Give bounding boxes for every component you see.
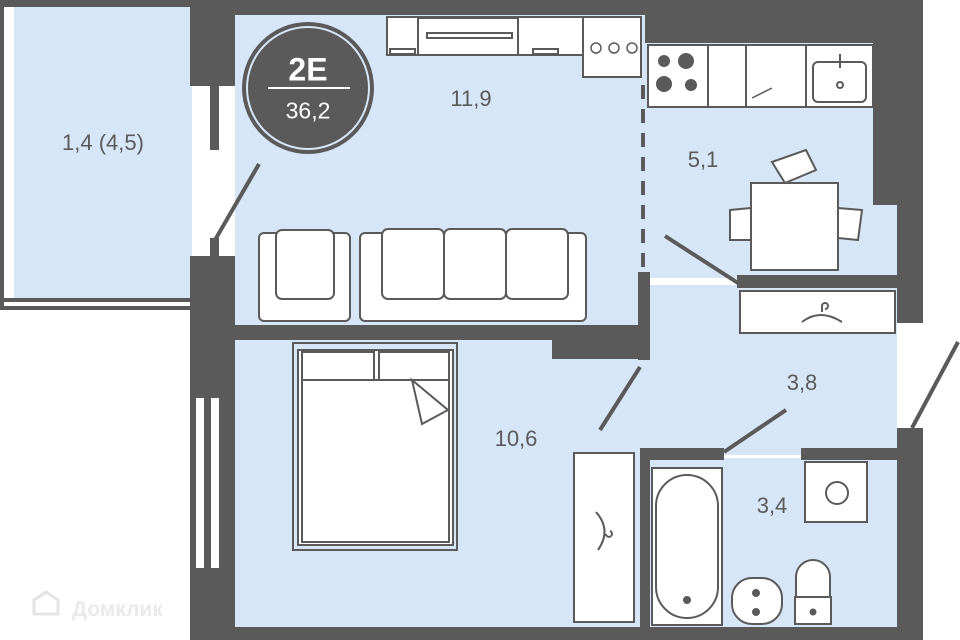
bed — [292, 342, 458, 551]
plan-total-area: 36,2 — [285, 97, 331, 124]
fridge — [582, 16, 642, 78]
bedroom-area-label: 10,6 — [494, 426, 538, 451]
plan-badge — [242, 22, 374, 154]
hallway-area-label: 3,8 — [786, 370, 818, 395]
living-room-area-label: 11,9 — [450, 86, 492, 111]
doors — [213, 162, 960, 454]
furniture — [258, 16, 896, 626]
balcony-floor — [14, 7, 192, 299]
balcony-area-label: 1,4 (4,5) — [62, 130, 144, 155]
stove-icon — [656, 53, 697, 92]
kitchen-area-label: 5,1 — [687, 147, 719, 172]
watermark-logo-icon — [32, 590, 60, 616]
washing-machine — [804, 461, 868, 523]
watermark: Домклик — [72, 598, 163, 621]
washbasin — [731, 577, 783, 625]
walls — [0, 0, 923, 640]
dining-table — [750, 182, 839, 271]
bathroom-area-label: 3,4 — [756, 493, 788, 518]
hallway-wardrobe — [739, 290, 896, 334]
plan-type-label: 2E — [288, 51, 328, 88]
